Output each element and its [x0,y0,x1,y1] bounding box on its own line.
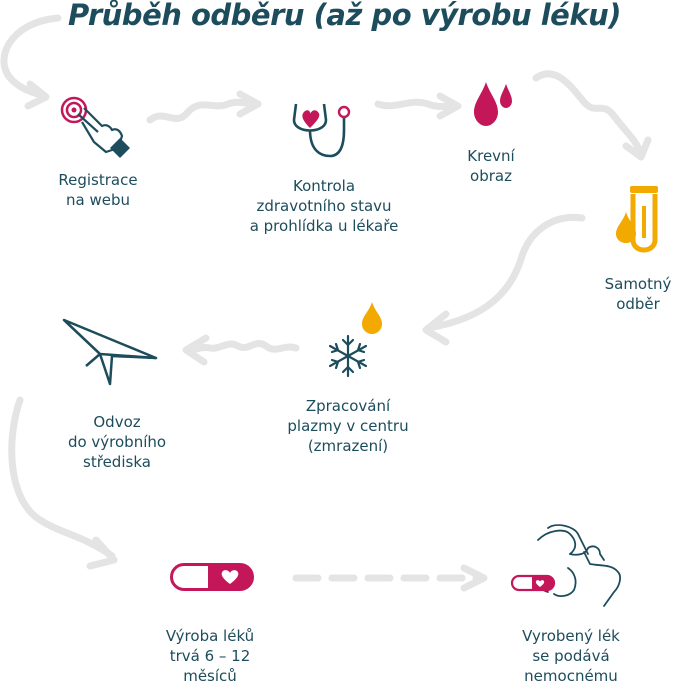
arrow-checkup-to-bloodcount [374,98,460,110]
arrowhead [24,80,50,110]
arrowhead [182,334,210,366]
step-label-checkup: Kontrola zdravotního stavu a prohlídka u… [249,177,399,235]
arrow-transport-to-production [8,396,116,560]
step-label-processing: Zpracování plazmy v centru (zmrazení) [287,397,409,455]
step-label-transport: Odvoz do výrobního střediska [67,413,167,471]
touch-hand-icon [60,96,130,158]
arrowhead [422,310,450,346]
arrow-title-to-registration [0,14,62,100]
hand-pill-icon [510,524,621,607]
arrow-registration-to-checkup [146,98,260,124]
arrowhead [460,564,488,592]
arrow-bloodcount-to-donation [532,70,644,156]
paper-plane-icon [62,318,158,386]
step-label-administration: Vyrobený lék se podává nemocnému [522,627,620,685]
arrowhead [436,92,462,120]
arrowhead [86,536,118,570]
blood-drops-icon [474,82,512,126]
arrow-donation-to-processing [424,213,586,332]
step-label-donation: Samotný odběr [604,275,672,313]
test-tube-icon [616,186,658,253]
step-label-production: Výroba léků trvá 6 – 12 měsíců [165,627,255,685]
arrowhead [622,136,652,161]
step-label-registration: Registrace na webu [58,171,138,209]
stethoscope-icon [292,103,351,158]
arrow-processing-to-transport [184,340,300,354]
arrowhead [236,90,262,118]
page-title: Průběh odběru (až po výrobu léku) [68,0,622,32]
step-label-blood-count: Krevní obraz [467,147,515,185]
snowflake-drop-icon [328,302,382,378]
pill-icon [170,563,254,591]
